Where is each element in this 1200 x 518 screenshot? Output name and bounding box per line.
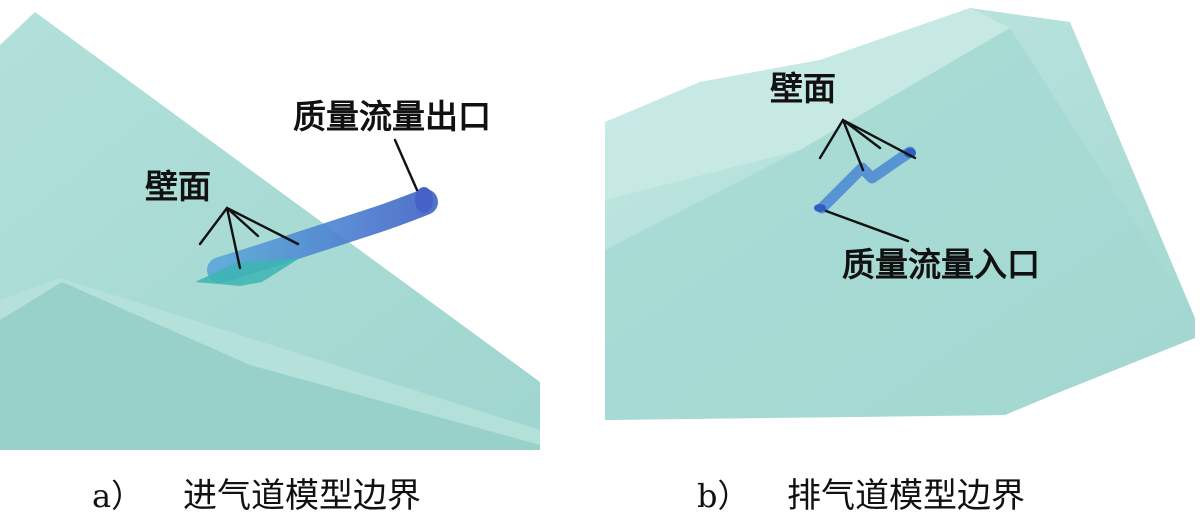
panel-a-outlet-face bbox=[415, 187, 433, 213]
caption-a-letter: a） bbox=[92, 477, 143, 515]
caption-a-text: 进气道模型边界 bbox=[183, 476, 421, 516]
panel-b-wall-arrow bbox=[818, 118, 917, 172]
panel-a-intake-model: 壁面 质量流量出口 bbox=[0, 12, 540, 450]
panel-b-inlet-face bbox=[814, 204, 826, 212]
panel-b-port-passage bbox=[816, 146, 916, 214]
caption-b-letter: b） bbox=[697, 477, 750, 515]
panel-a-wall-label: 壁面 bbox=[145, 167, 211, 206]
panel-b-inlet-leader bbox=[824, 209, 910, 243]
caption-a: a） 进气道模型边界 bbox=[92, 476, 421, 516]
panel-a-port-seat bbox=[195, 258, 300, 286]
panel-b-inlet-label: 质量流量入口 bbox=[842, 245, 1040, 284]
panel-b-bottom-facet bbox=[1005, 318, 1195, 415]
panel-b-upper-band bbox=[605, 8, 1010, 200]
panel-b-exhaust-model: 壁面 质量流量入口 bbox=[605, 8, 1195, 420]
panel-b-port-end bbox=[904, 148, 916, 158]
panel-a-port-tube bbox=[207, 189, 438, 283]
panel-a-outlet-label: 质量流量出口 bbox=[293, 97, 491, 136]
panel-a-wall-arrow bbox=[198, 206, 300, 270]
caption-b-text: 排气道模型边界 bbox=[787, 476, 1025, 516]
panel-a-lower-wall-surface bbox=[0, 282, 540, 450]
panel-a-outlet-leader bbox=[393, 138, 419, 192]
panel-b-lower-facet bbox=[605, 28, 1195, 420]
panel-b-wall-label: 壁面 bbox=[770, 69, 836, 108]
caption-b: b） 排气道模型边界 bbox=[697, 476, 1025, 516]
